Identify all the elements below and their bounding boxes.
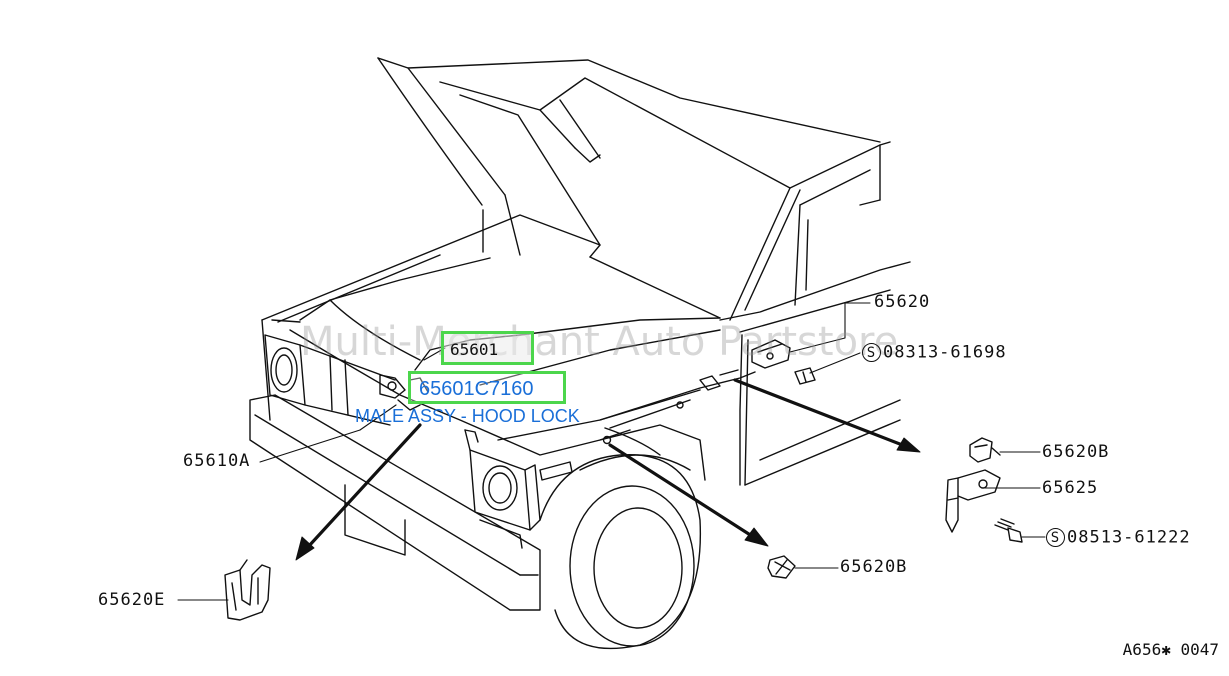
standard-part-symbol: S xyxy=(862,343,881,362)
front-wheel xyxy=(539,453,702,650)
selected-part-number: 65601C7160 xyxy=(419,378,534,400)
standard-part-symbol: S xyxy=(1046,528,1065,547)
selected-part-number-box[interactable]: 65601C7160 xyxy=(408,371,566,404)
left-headlamp xyxy=(264,334,396,426)
part-65620-bracket xyxy=(751,339,791,369)
right-headlamp xyxy=(464,429,541,549)
part-label-65620b-top[interactable]: 65620B xyxy=(1042,442,1110,462)
hood-release-cable xyxy=(599,369,756,445)
part-65620b-bottom-clip xyxy=(767,555,796,579)
part-08513-bolt xyxy=(994,518,1023,543)
part-65625-bracket xyxy=(945,469,1001,533)
part-65620e-hook xyxy=(224,559,271,621)
part-65620b-top-clip xyxy=(969,437,1001,463)
part-label-65610a[interactable]: 65610A xyxy=(183,451,251,471)
part-number-text: 08513-61222 xyxy=(1067,527,1191,548)
part-label-65620e[interactable]: 65620E xyxy=(98,590,166,610)
direction-arrows xyxy=(295,378,921,561)
diagram-reference-code: A656✱ 0047 xyxy=(1122,640,1219,659)
part-label-65620[interactable]: 65620 xyxy=(874,292,931,312)
hotspot-65601-label: 65601 xyxy=(450,340,499,359)
front-bumper xyxy=(249,394,541,611)
hood-lock-area xyxy=(379,374,479,443)
part-number-text: 08313-61698 xyxy=(883,342,1007,363)
part-08313-screw xyxy=(794,367,816,385)
store-watermark: Multi-Merchant Auto Partstore xyxy=(300,319,899,365)
hotspot-65601[interactable]: 65601 xyxy=(441,331,534,365)
part-description: MALE ASSY - HOOD LOCK xyxy=(355,406,580,426)
hood-panel xyxy=(377,57,881,321)
cab-body xyxy=(719,141,911,486)
part-label-65620b-bottom[interactable]: 65620B xyxy=(840,557,908,577)
part-label-65625[interactable]: 65625 xyxy=(1042,478,1099,498)
